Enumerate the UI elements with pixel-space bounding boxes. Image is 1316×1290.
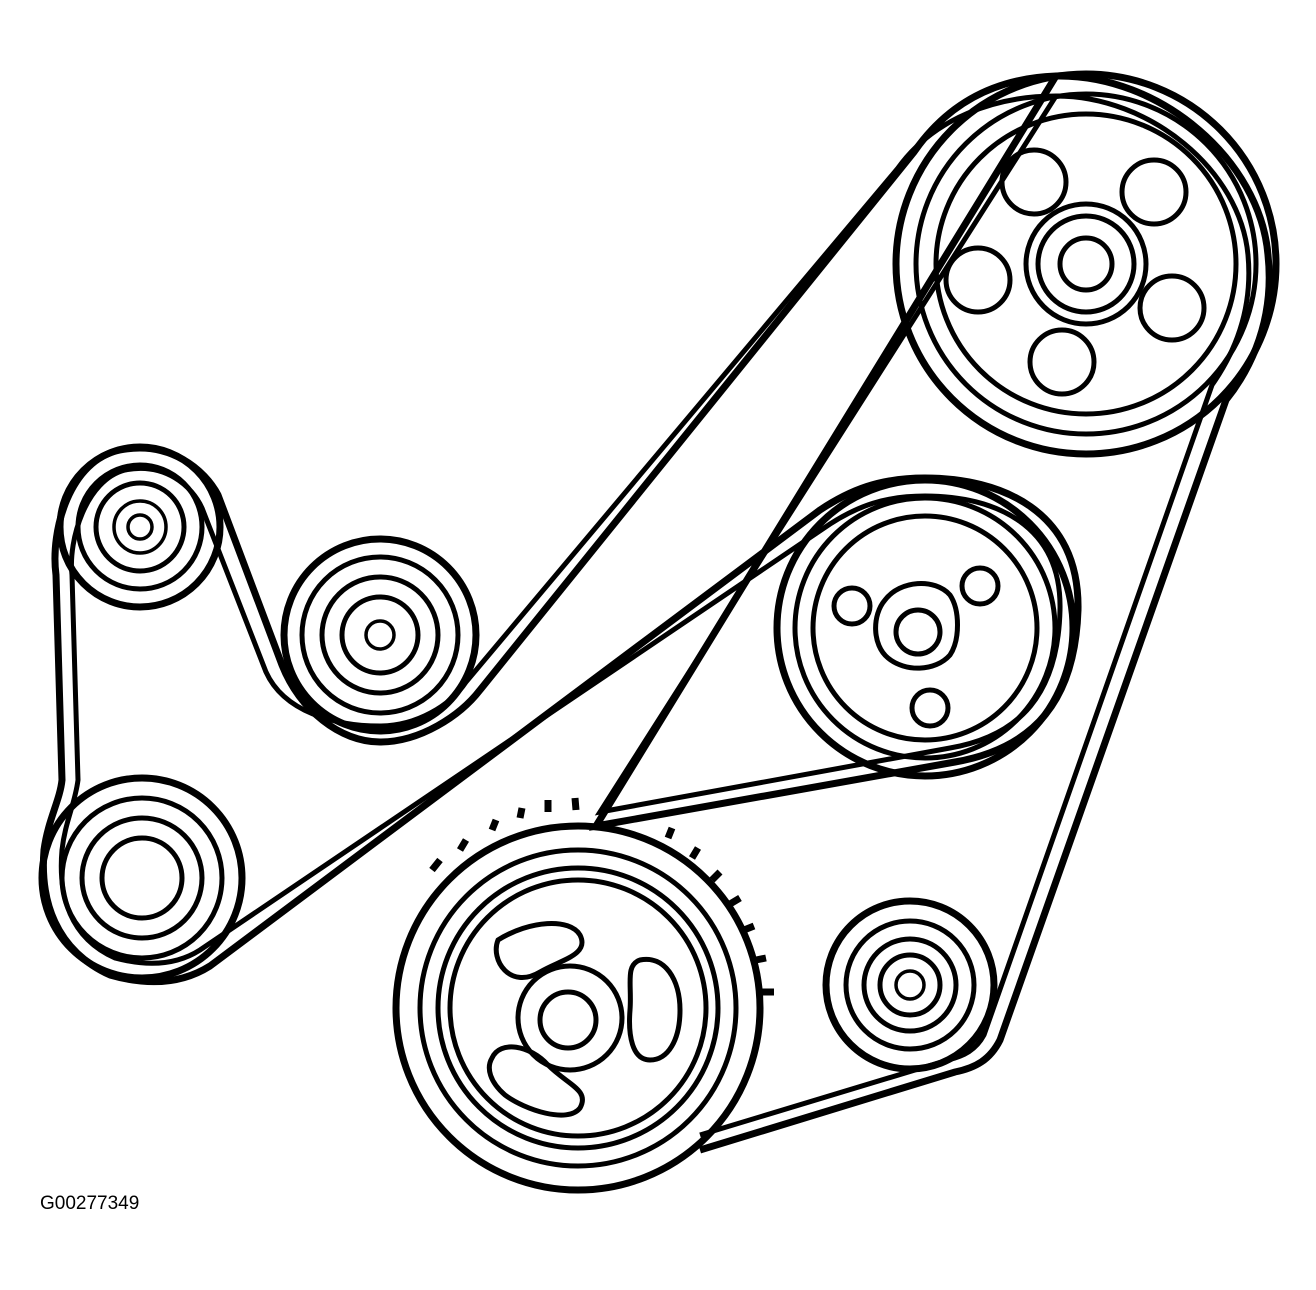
serpentine-belt [39,72,1273,1154]
upper-right-pulley [892,70,1280,458]
upper-left-idler-pulley [56,443,224,611]
lower-left-pulley [38,774,246,982]
middle-left-pulley [280,535,480,735]
figure-reference-code: G00277349 [40,1193,140,1214]
center-right-pulley [773,476,1077,780]
crankshaft-pulley [392,797,774,1194]
lower-right-idler-pulley [822,897,998,1073]
